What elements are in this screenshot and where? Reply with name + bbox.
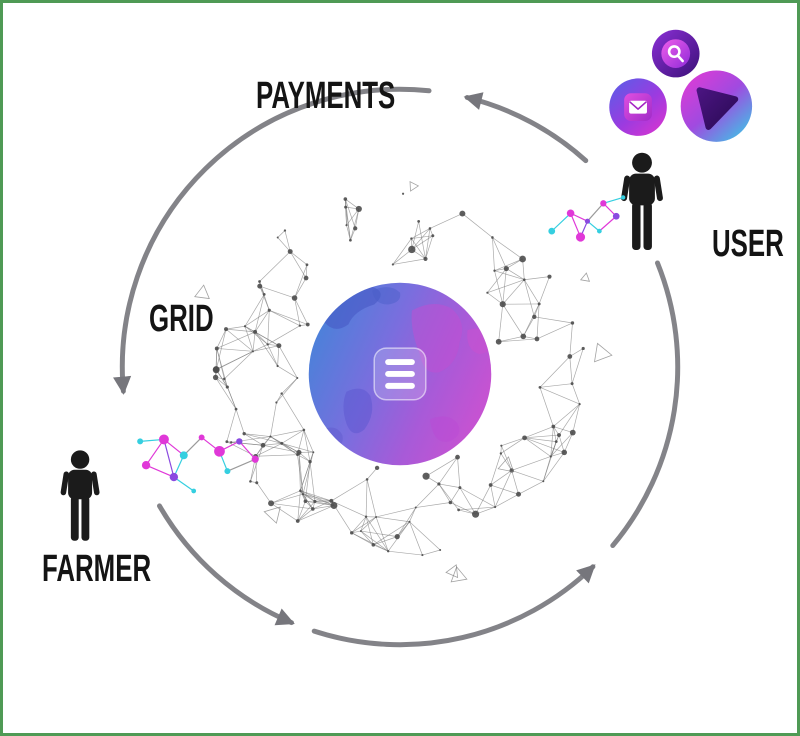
user-label: USER	[712, 223, 784, 265]
search-icon	[667, 45, 684, 63]
user-person-icon	[621, 152, 663, 250]
cycle-arc-right-side	[610, 260, 681, 549]
cycle-arc-bottom-to-user	[311, 564, 596, 648]
payments-label: PAYMENTS	[256, 75, 396, 117]
grid-label: GRID	[149, 298, 214, 340]
cycle-arc-user-to-payments	[463, 92, 589, 164]
three-bars-logo-icon	[373, 347, 427, 401]
network-cluster-farmer	[137, 434, 259, 494]
network-cluster-user	[548, 195, 626, 242]
prism-icon	[696, 87, 739, 130]
mail-app-icon	[609, 78, 667, 136]
prism-app-icon	[680, 70, 753, 142]
mesh-sphere	[194, 180, 613, 583]
farmer-person-icon	[60, 450, 100, 541]
orbit-cycle-arrows	[113, 86, 681, 648]
globe	[308, 282, 492, 466]
farmer-label: FARMER	[42, 548, 152, 590]
cycle-arc-payments-to-grid	[113, 86, 432, 395]
cycle-arc-farmer-to-bottom	[156, 503, 295, 626]
search-app-icon	[651, 29, 700, 78]
mail-icon	[629, 100, 647, 114]
